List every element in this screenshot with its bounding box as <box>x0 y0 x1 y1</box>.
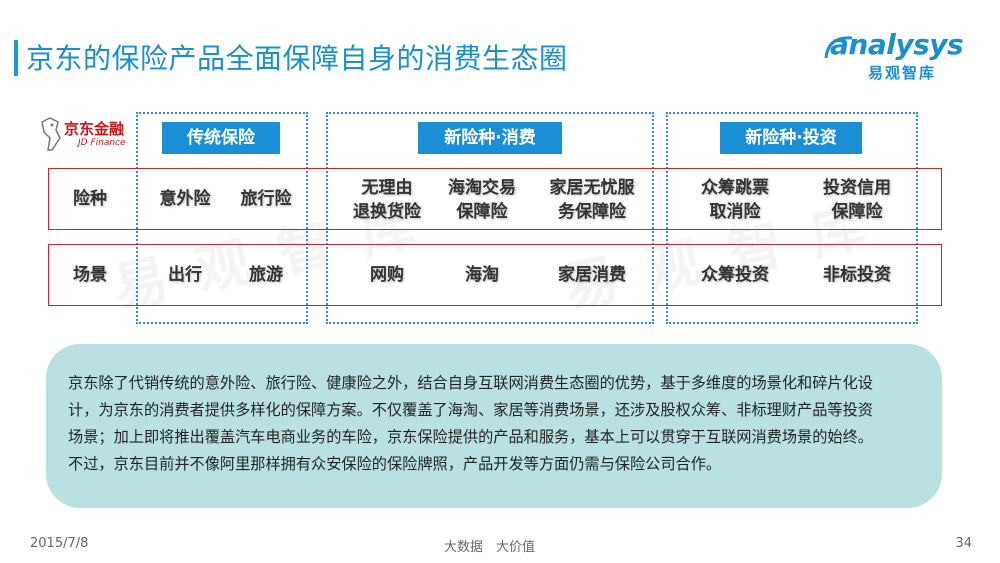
column-header-new-consumption: 新险种·消费 <box>418 122 562 154</box>
summary-box: 京东除了代销传统的意外险、旅行险、健康险之外，结合自身互联网消费生态圈的优势，基… <box>46 344 942 508</box>
jd-dog-icon <box>41 117 61 151</box>
row-insurance-types <box>48 168 942 230</box>
cell-scene-online-shopping: 网购 <box>370 265 404 285</box>
cell-home-insurance: 家居无忧服 务保障险 <box>549 178 635 222</box>
row-label-scene: 场景 <box>73 265 107 285</box>
logo-swoosh-icon <box>824 36 853 59</box>
jd-finance-logo: 京东金融 JD Finance <box>36 116 146 158</box>
cell-credit-insurance: 投资信用 保障险 <box>823 178 891 222</box>
footer-slogan: 大数据 大价值 <box>444 540 536 555</box>
analysys-logo: analysys 易观智库 <box>820 28 970 88</box>
cell-crowdfunding-insurance: 众筹跳票 取消险 <box>701 178 769 222</box>
column-traditional <box>136 112 308 324</box>
cell-scene-tourism: 旅游 <box>249 265 283 285</box>
cell-haitao-insurance: 海淘交易 保障险 <box>448 178 516 222</box>
page-number: 34 <box>955 536 972 551</box>
cell-travel-insurance: 旅行险 <box>240 189 292 209</box>
logo-wordmark: analysys <box>830 28 964 61</box>
cell-scene-haitao: 海淘 <box>465 265 499 285</box>
cell-accident-insurance: 意外险 <box>159 189 211 209</box>
cell-scene-nonstandard: 非标投资 <box>823 265 891 285</box>
cell-return-insurance: 无理由 退换货险 <box>353 178 421 222</box>
column-new-investment <box>666 112 918 324</box>
title-accent-bar <box>14 40 18 76</box>
column-new-consumption <box>326 112 654 324</box>
column-header-new-investment: 新险种·投资 <box>720 122 862 154</box>
cell-scene-home: 家居消费 <box>558 265 626 285</box>
column-header-traditional: 传统保险 <box>162 122 280 154</box>
row-label-insurance: 险种 <box>73 189 107 209</box>
logo-subtitle: 易观智库 <box>868 64 937 82</box>
jd-logo-text: 京东金融 <box>64 120 125 138</box>
row-scenes <box>48 244 942 306</box>
footer-date: 2015/7/8 <box>30 536 89 551</box>
jd-logo-subtext: JD Finance <box>78 138 126 148</box>
page-title: 京东的保险产品全面保障自身的消费生态圈 <box>26 42 568 75</box>
cell-scene-travel: 出行 <box>168 265 202 285</box>
summary-text: 京东除了代销传统的意外险、旅行险、健康险之外，结合自身互联网消费生态圈的优势，基… <box>68 374 873 473</box>
cell-scene-crowdfunding: 众筹投资 <box>701 265 769 285</box>
